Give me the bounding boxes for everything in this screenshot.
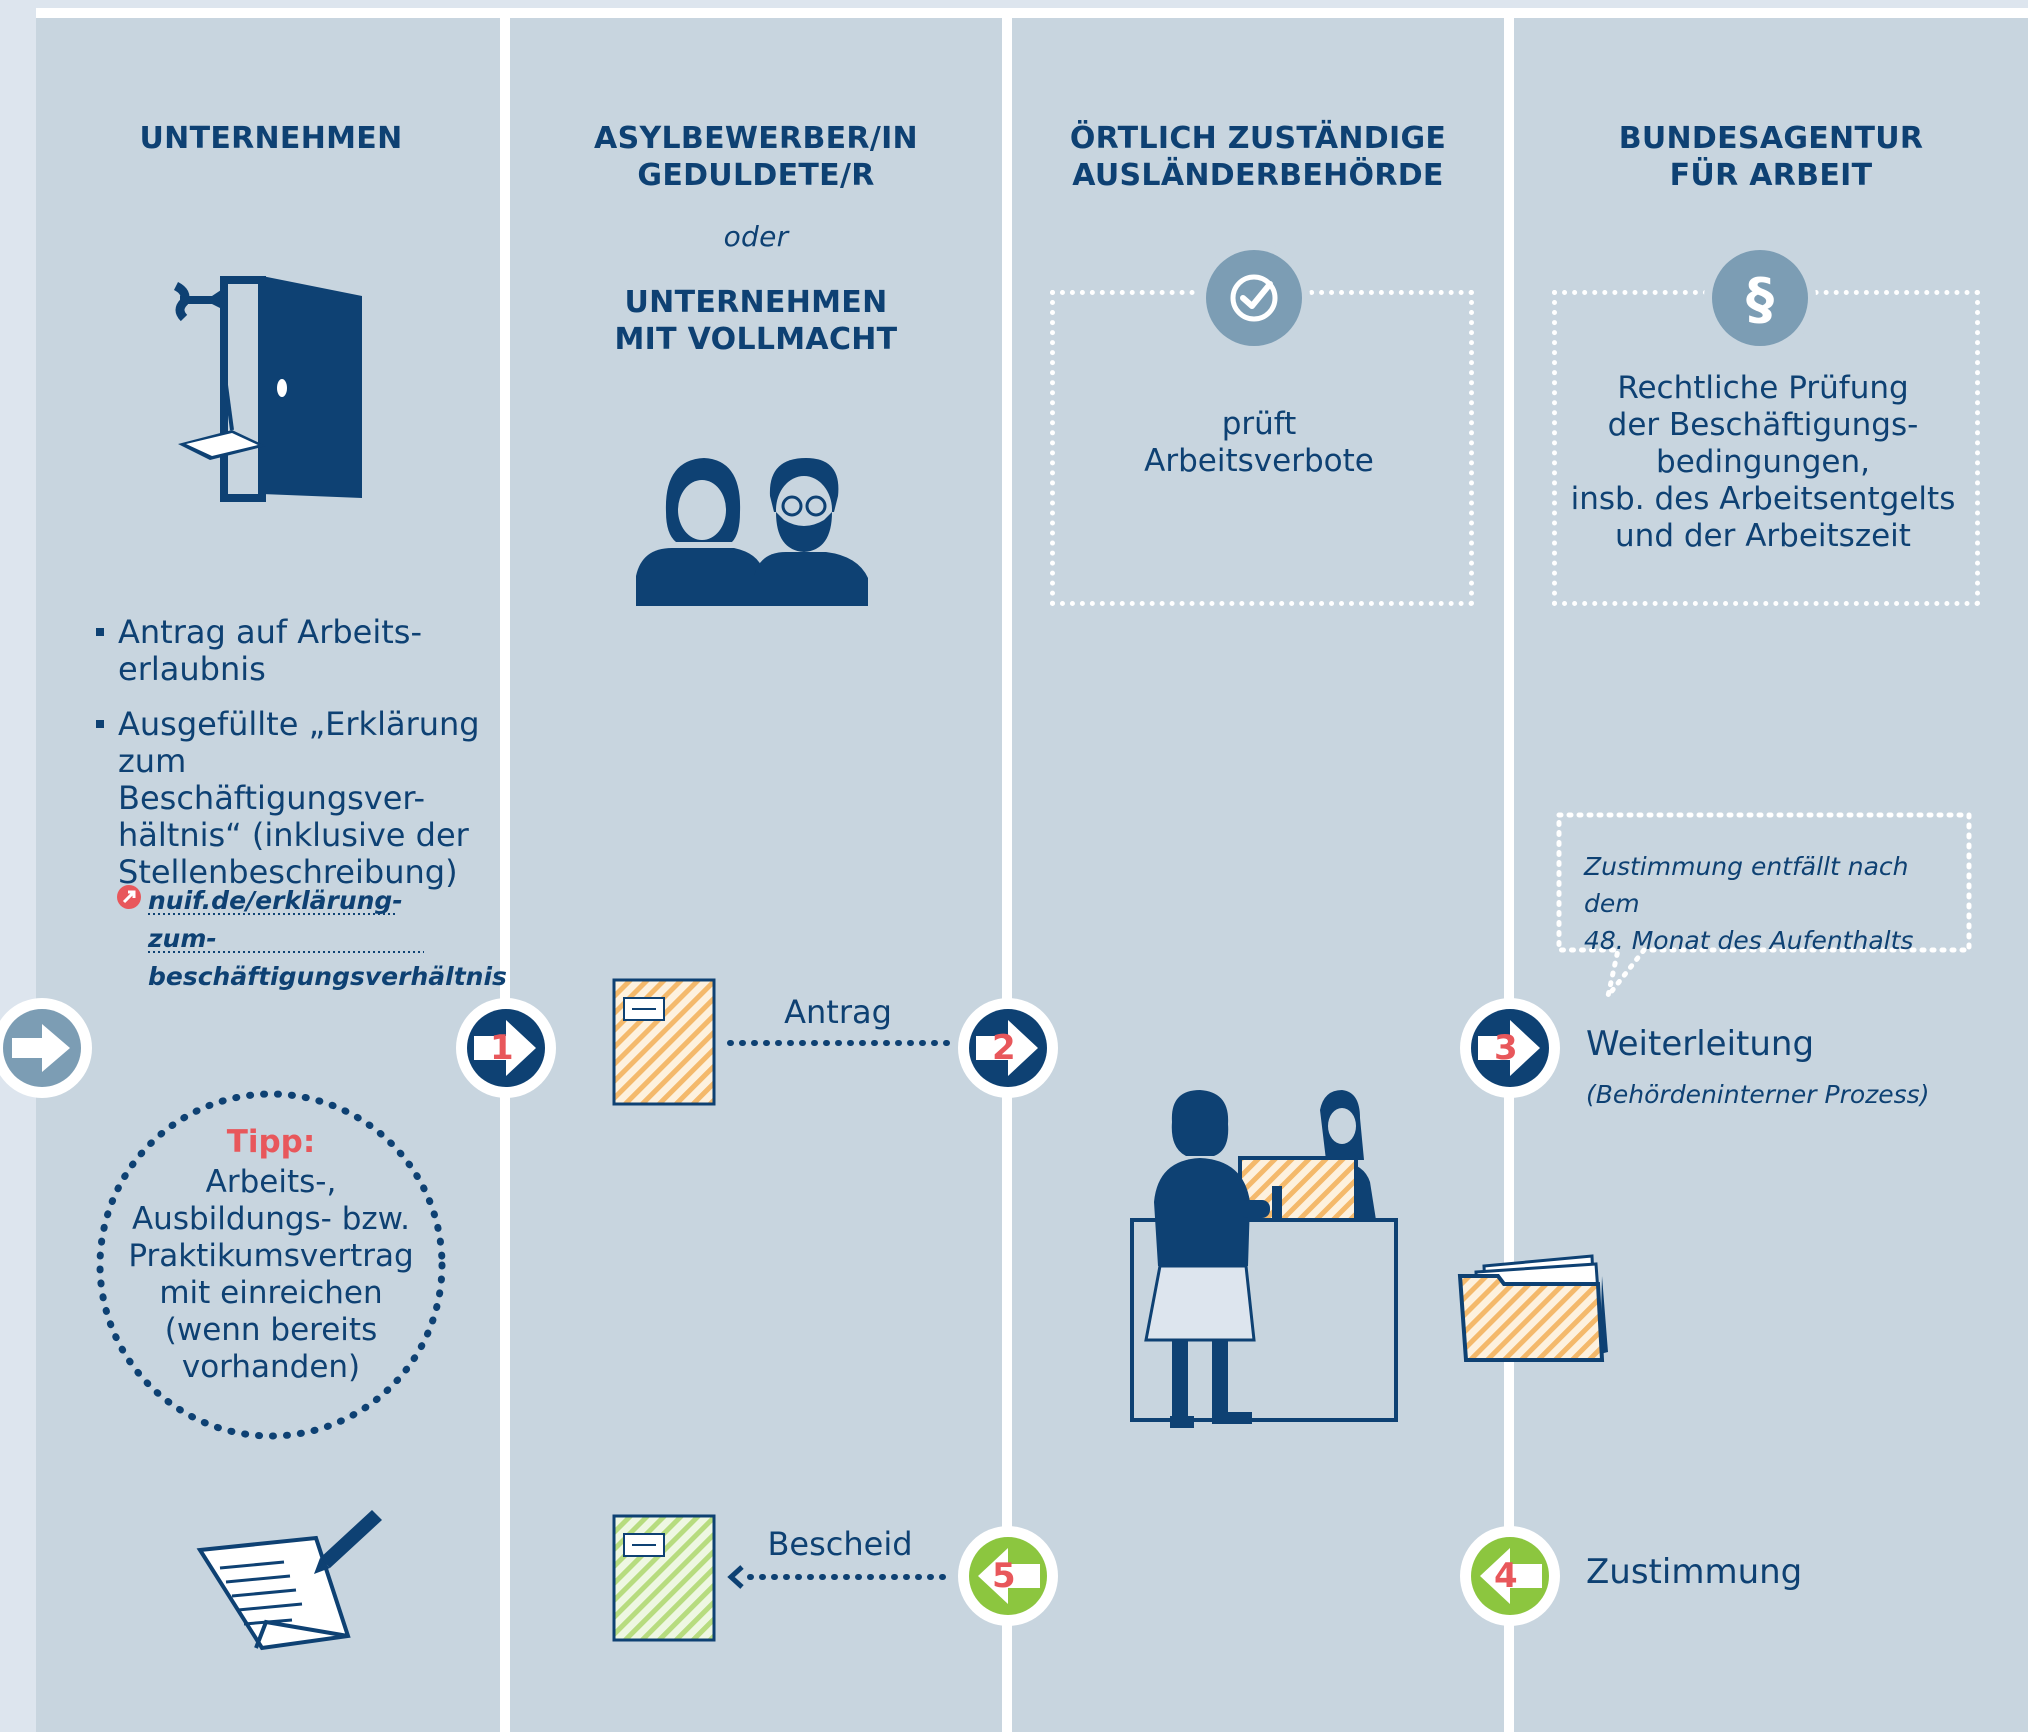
tip-label: Tipp: — [226, 1124, 316, 1160]
step-2-arrow-icon — [958, 998, 1058, 1098]
tip-circle — [96, 1090, 446, 1440]
note-bubble — [1556, 812, 1972, 998]
lane-divider — [1504, 18, 1514, 1732]
paragraph-badge-icon: § — [1704, 242, 1816, 354]
document-item-text: Antrag auf Arbeits- erlaubnis — [118, 613, 422, 688]
agency-note: Zustimmung entfällt nach dem 48. Monat d… — [1584, 852, 1914, 955]
signature-icon — [196, 1510, 382, 1651]
antrag-label: Antrag — [784, 993, 892, 1031]
document-item: Antrag auf Arbeits- erlaubnis — [96, 614, 486, 688]
lane-applicant — [510, 18, 1002, 1732]
lane-company-title: UNTERNEHMEN — [139, 121, 403, 156]
document-item: Ausgefüllte „Erklärung zum Beschäftigung… — [96, 706, 486, 891]
agency-task-text: Rechtliche Prüfung der Beschäftigungs- b… — [1570, 370, 1956, 554]
bullet-marker — [96, 720, 104, 728]
lane-authority-title: ÖRTLICH ZUSTÄNDIGE AUSLÄNDERBEHÖRDE — [1069, 121, 1447, 193]
dotted-connector-back — [727, 1565, 953, 1589]
tip-text: Arbeits-, Ausbildungs- bzw. Praktikumsve… — [128, 1164, 414, 1385]
lane-divider — [1002, 18, 1012, 1732]
step-4-arrow-icon — [1460, 1526, 1560, 1626]
step-1-number: 1 — [490, 1028, 514, 1068]
check-badge-icon — [1198, 242, 1310, 354]
dotted-connector — [727, 1040, 951, 1046]
svg-text:§: § — [1746, 267, 1774, 332]
decision-document-icon — [612, 1514, 716, 1642]
forwarding-label: Weiterleitung — [1586, 1024, 1815, 1064]
document-item-text: Ausgefüllte „Erklärung zum Beschäftigung… — [118, 705, 480, 891]
bescheid-label: Bescheid — [767, 1525, 913, 1563]
step-4-number: 4 — [1494, 1556, 1518, 1596]
authority-task-text: prüft Arbeitsverbote — [1144, 406, 1374, 479]
top-border — [36, 8, 2028, 18]
declaration-link[interactable]: nuif.de/erklärung-zum- beschäftigungsver… — [148, 886, 507, 991]
step-5-arrow-icon — [958, 1526, 1058, 1626]
lane-divider — [500, 18, 510, 1732]
link-icon — [117, 885, 141, 909]
folder-icon — [1457, 1254, 1608, 1362]
bullet-marker — [96, 628, 104, 636]
approval-label: Zustimmung — [1586, 1552, 1803, 1592]
lane-applicant-title-alt: UNTERNEHMEN MIT VOLLMACHT — [614, 285, 898, 357]
tools-door-icon — [173, 276, 362, 502]
step-3-arrow-icon — [1460, 998, 1560, 1098]
start-arrow-icon — [0, 998, 92, 1098]
application-document-icon — [612, 978, 716, 1106]
or-label: oder — [723, 220, 789, 253]
couple-icon — [636, 458, 868, 606]
office-counter-icon — [1130, 1090, 1398, 1428]
step-3-number: 3 — [1494, 1028, 1518, 1068]
step-5-number: 5 — [992, 1556, 1016, 1596]
forwarding-sublabel: (Behördeninterner Prozess) — [1586, 1080, 1930, 1109]
lane-applicant-title: ASYLBEWERBER/IN GEDULDETE/R — [594, 121, 918, 193]
step-2-number: 2 — [992, 1028, 1016, 1068]
link-underline — [148, 913, 424, 953]
lane-agency-title: BUNDESAGENTUR FÜR ARBEIT — [1618, 121, 1924, 193]
step-1-arrow-icon — [456, 998, 556, 1098]
